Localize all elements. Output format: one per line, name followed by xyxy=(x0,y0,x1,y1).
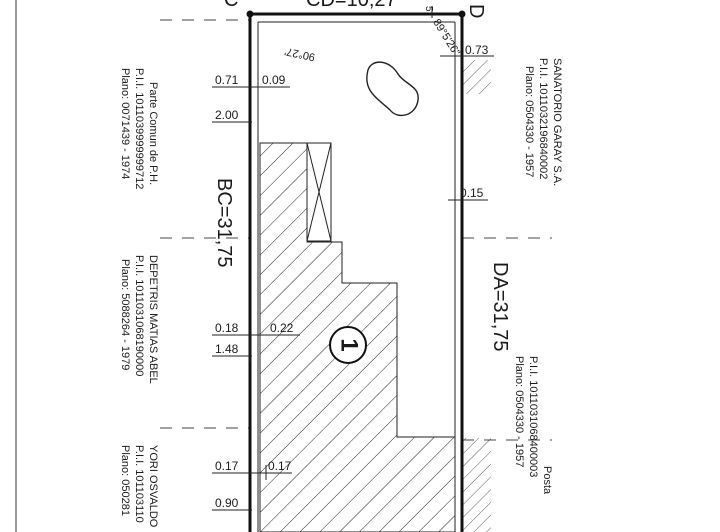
angle-left-label: 90°27' xyxy=(284,45,317,63)
dimension-lines-right xyxy=(431,6,494,201)
right-hatch-strip-top xyxy=(463,60,491,94)
svg-text:Plano: 0071439 - 1974: Plano: 0071439 - 1974 xyxy=(119,68,131,179)
svg-text:P.I.I. 1011031068190000: P.I.I. 1011031068190000 xyxy=(133,255,145,376)
pool-shape xyxy=(366,61,419,117)
svg-text:Plano: 5088264 - 1979: Plano: 5088264 - 1979 xyxy=(119,259,131,370)
small-dim-5: 5 xyxy=(423,6,434,12)
svg-text:Plano: 0504330 - 1957: Plano: 0504330 - 1957 xyxy=(513,356,525,467)
lot-number: 1 xyxy=(336,338,363,351)
svg-text:P.I.I. 101103110: P.I.I. 101103110 xyxy=(133,445,145,523)
svg-text:DEPETRIS MATIAS ABEL: DEPETRIS MATIAS ABEL xyxy=(147,255,159,384)
svg-text:Plano: 0504330 - 1957: Plano: 0504330 - 1957 xyxy=(523,66,535,177)
svg-text:Parte Comun de P.H.: Parte Comun de P.H. xyxy=(147,82,159,185)
dim-0-09: 0.09 xyxy=(262,73,286,87)
dim-0-18: 0.18 xyxy=(215,321,239,335)
svg-text:Posta: Posta xyxy=(541,466,553,495)
dim-0-17-right: 0.17 xyxy=(268,459,292,473)
corner-d-marker xyxy=(458,10,466,18)
dim-0-71: 0.71 xyxy=(215,73,239,87)
lot-number-marker: 1 xyxy=(329,326,367,364)
dim-1-48: 1.48 xyxy=(215,342,239,356)
dim-0-90: 0.90 xyxy=(215,496,239,510)
dimension-lines-left xyxy=(212,80,300,511)
svg-text:P.I.I. 1011039999999712: P.I.I. 1011039999999712 xyxy=(133,68,145,189)
neighbor-left-3: YORI OSVALDO P.I.I. 101103110 Plano: 050… xyxy=(119,445,159,528)
dim-2-00: 2.00 xyxy=(215,108,239,122)
svg-text:P.I.I. 1011031068400003: P.I.I. 1011031068400003 xyxy=(527,356,539,477)
svg-text:Plano: 050281: Plano: 050281 xyxy=(119,445,131,516)
svg-text:YORI OSVALDO: YORI OSVALDO xyxy=(147,445,159,528)
svg-text:SANATORIO GARAY S.A.: SANATORIO GARAY S.A. xyxy=(551,58,563,186)
angle-right-label: 89°5'26" xyxy=(430,17,462,58)
neighbor-right-2: Posta P.I.I. 1011031068400003 Plano: 050… xyxy=(513,356,553,495)
lot-inner-lines xyxy=(257,21,456,532)
bc-side-label: BC=31,75 xyxy=(213,178,235,268)
dim-0-73: 0.73 xyxy=(465,43,489,57)
neighbor-boundaries xyxy=(160,19,552,441)
right-hatch-strip-bottom xyxy=(463,438,491,532)
corner-c-label: C xyxy=(224,0,238,11)
neighbor-left-1: Parte Comun de P.H. P.I.I. 1011039999999… xyxy=(119,68,159,189)
cd-dimension-label: CD=10,27 xyxy=(306,0,397,11)
lot-boundary xyxy=(248,12,464,532)
da-side-label: DA=31,75 xyxy=(489,262,511,352)
dim-0-15: 0.15 xyxy=(460,186,484,200)
neighbor-left-2: DEPETRIS MATIAS ABEL P.I.I. 101103106819… xyxy=(119,255,159,384)
corner-d-label: D xyxy=(465,4,487,18)
svg-text:P.I.I. 1011032196840002: P.I.I. 1011032196840002 xyxy=(537,58,549,179)
neighbor-right-1: SANATORIO GARAY S.A. P.I.I. 101103219684… xyxy=(523,58,563,186)
stair-box xyxy=(306,142,332,242)
dim-0-17-left: 0.17 xyxy=(215,459,239,473)
corner-c-marker xyxy=(246,10,254,18)
dim-0-22: 0.22 xyxy=(270,321,294,335)
